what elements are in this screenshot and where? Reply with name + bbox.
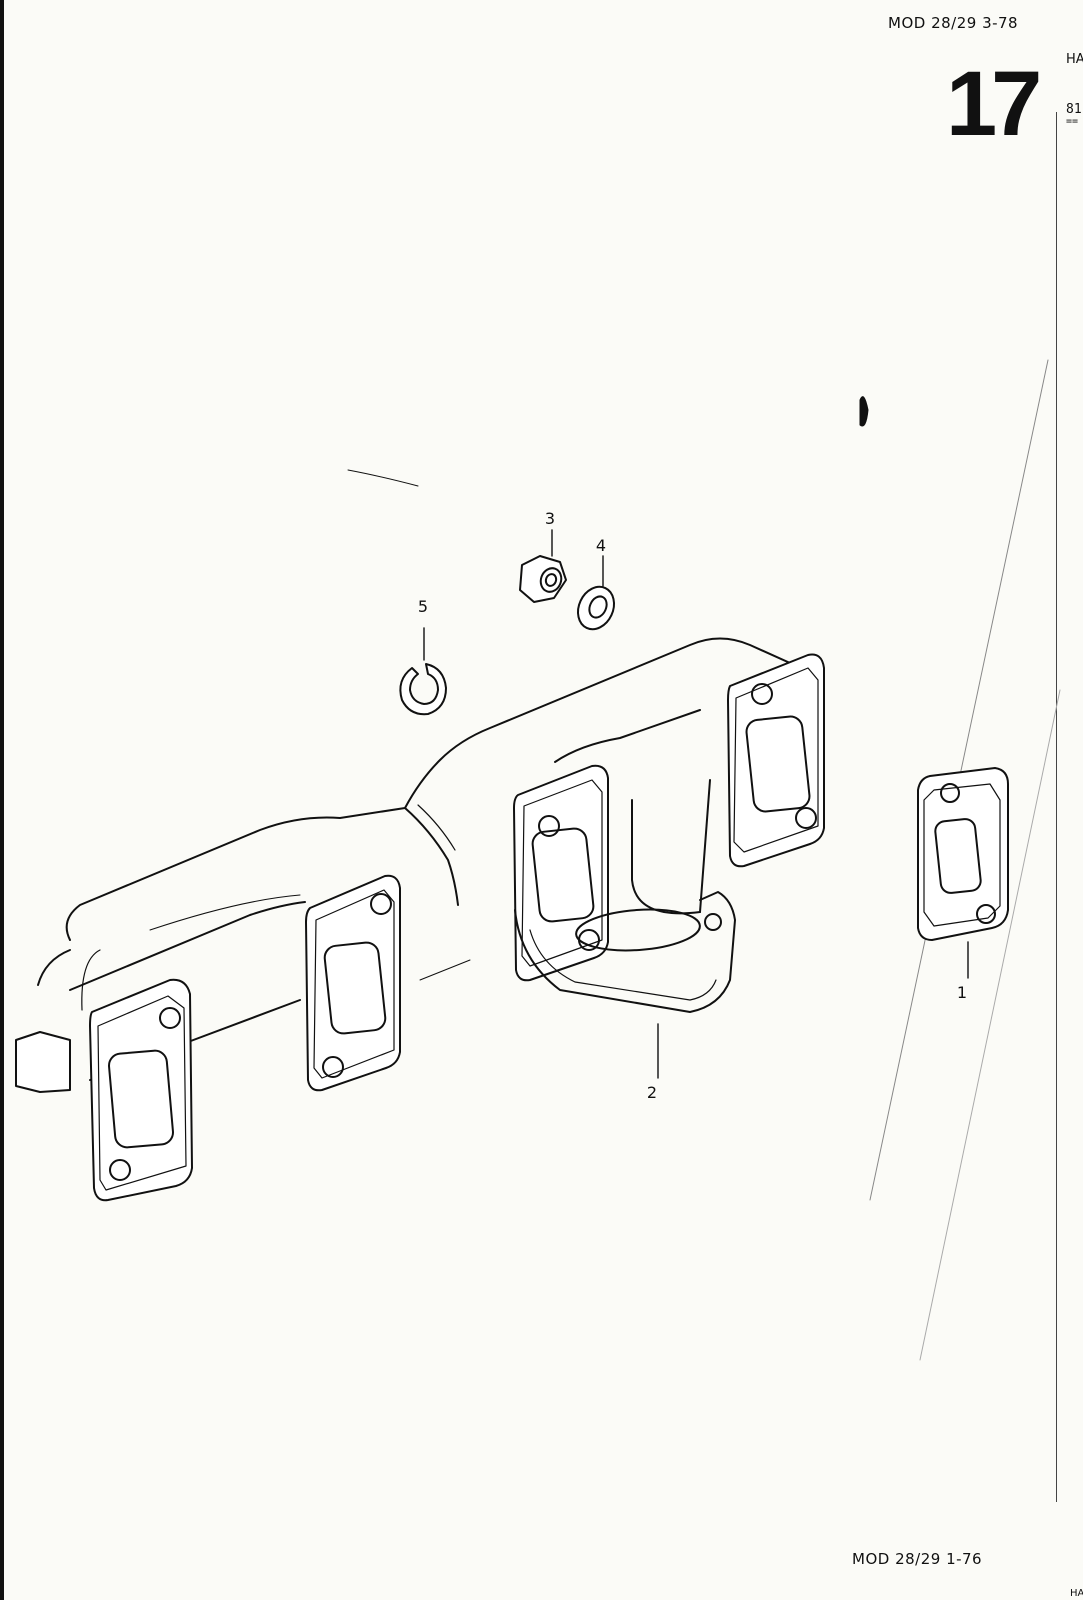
edge-text-top: HA (1066, 52, 1083, 67)
part-4-washer-shape (577, 555, 615, 631)
part-1-gasket-shape (917, 767, 1009, 979)
callout-5: 5 (418, 597, 428, 616)
right-margin-rule (1056, 112, 1057, 1502)
edge-text-bottom: HA (1070, 1588, 1083, 1599)
header-model-code: MOD 28/29 3-78 (888, 14, 1019, 32)
page-number: 17 (946, 53, 1042, 155)
part-2-manifold-shape (15, 637, 825, 1202)
callout-1: 1 (957, 983, 967, 1002)
footer-model-code: MOD 28/29 1-76 (852, 1550, 983, 1568)
left-border-rule (0, 0, 4, 1600)
edge-text-second: 81 (1066, 102, 1082, 117)
part-3-nut-shape (519, 529, 567, 603)
edge-text-rule: == (1066, 116, 1079, 127)
callout-3: 3 (545, 509, 555, 528)
callout-4: 4 (596, 536, 606, 555)
part-5-spring-washer-shape (399, 627, 447, 716)
callout-2: 2 (647, 1083, 657, 1102)
